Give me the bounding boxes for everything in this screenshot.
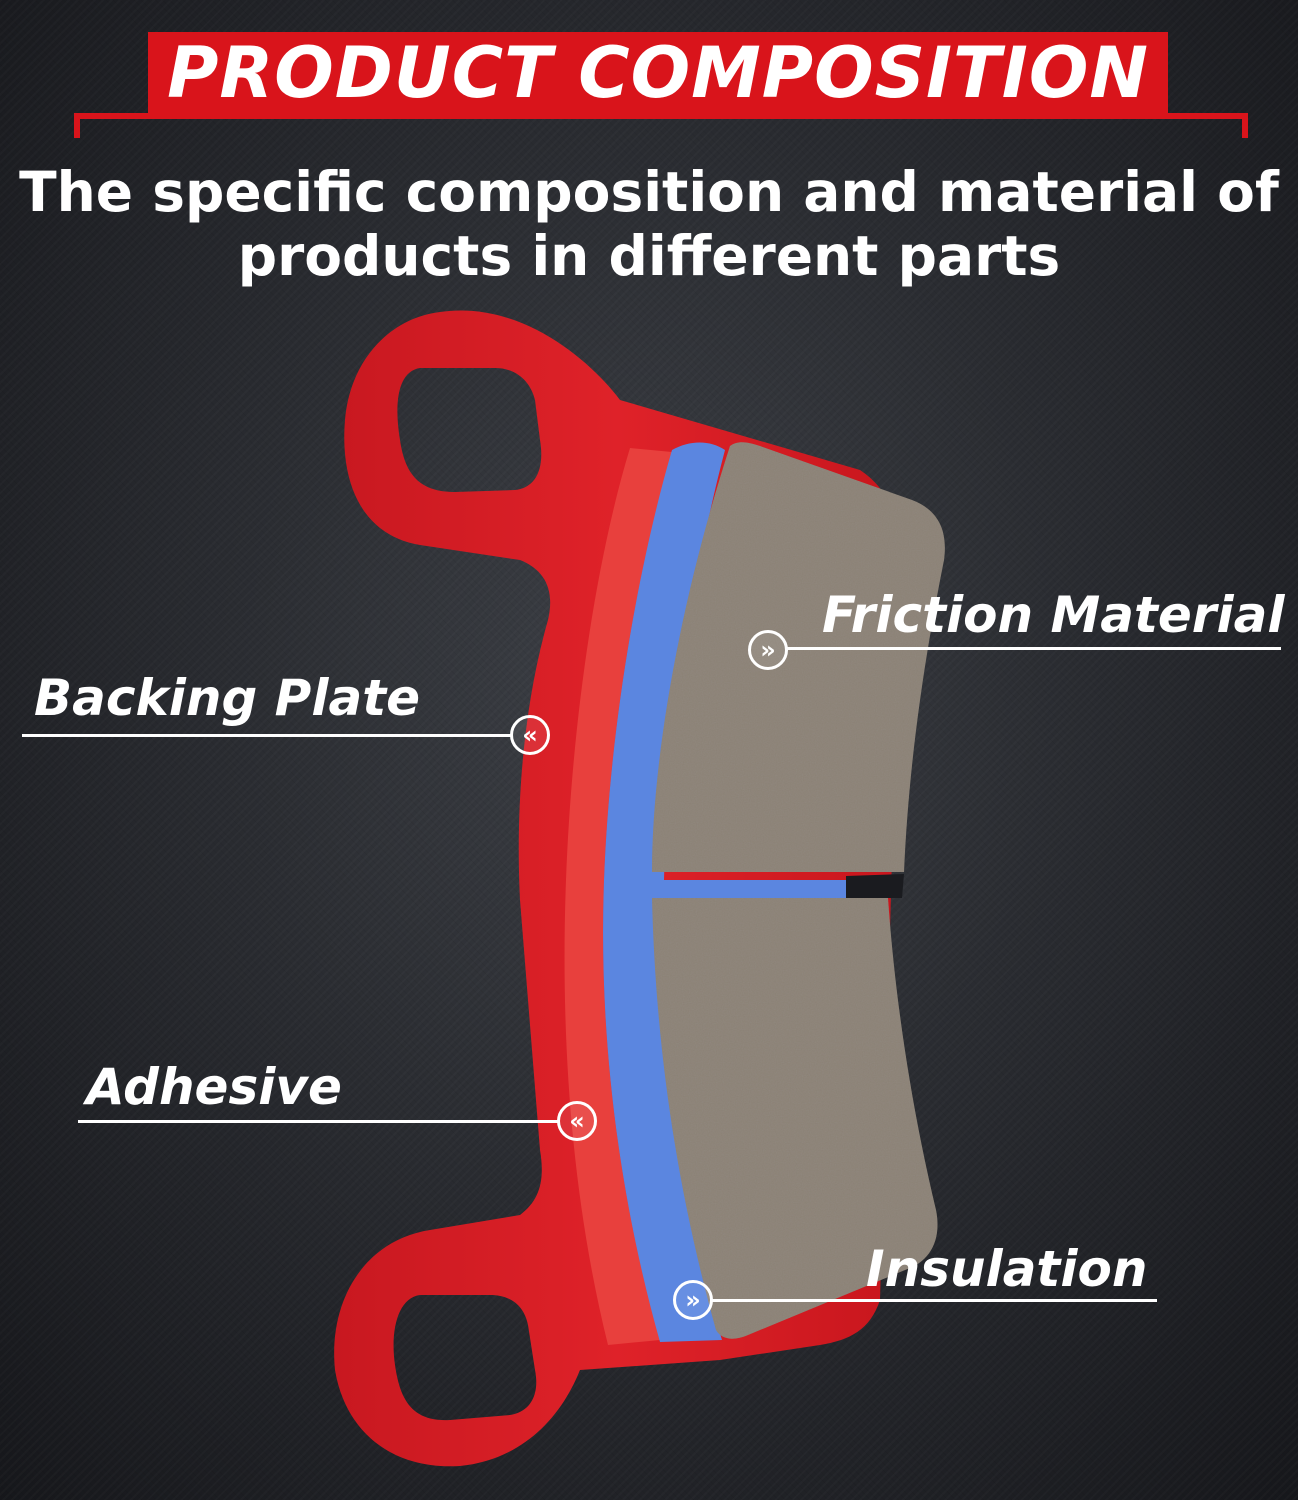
double-chevron-right-icon: »	[748, 630, 788, 670]
friction-material-upper-shape	[652, 442, 945, 872]
label-backing-plate: Backing Plate	[34, 669, 421, 727]
leader-friction-material	[787, 647, 1281, 650]
insulation-layer-shape	[603, 442, 846, 1342]
label-friction-material: Friction Material	[822, 586, 1285, 644]
leader-adhesive	[78, 1120, 558, 1123]
page-title: PRODUCT COMPOSITION	[167, 32, 1149, 114]
friction-slot-shape	[846, 874, 904, 898]
label-insulation: Insulation	[866, 1240, 1148, 1298]
title-underline	[74, 113, 1248, 119]
double-chevron-left-icon: «	[557, 1101, 597, 1141]
friction-material-lower-shape	[652, 898, 938, 1339]
title-banner: PRODUCT COMPOSITION	[148, 32, 1168, 114]
subtitle-line-2: products in different parts	[237, 224, 1061, 288]
label-adhesive: Adhesive	[86, 1058, 342, 1116]
title-underline-right-tick	[1242, 113, 1248, 138]
subtitle-line-1: The specific composition and material of	[19, 160, 1279, 224]
leader-insulation	[710, 1299, 1157, 1302]
double-chevron-left-icon: «	[510, 715, 550, 755]
page-subtitle: The specific composition and material of…	[0, 160, 1298, 288]
leader-backing-plate	[22, 734, 512, 737]
double-chevron-right-icon: »	[673, 1280, 713, 1320]
title-underline-left-tick	[74, 113, 80, 138]
